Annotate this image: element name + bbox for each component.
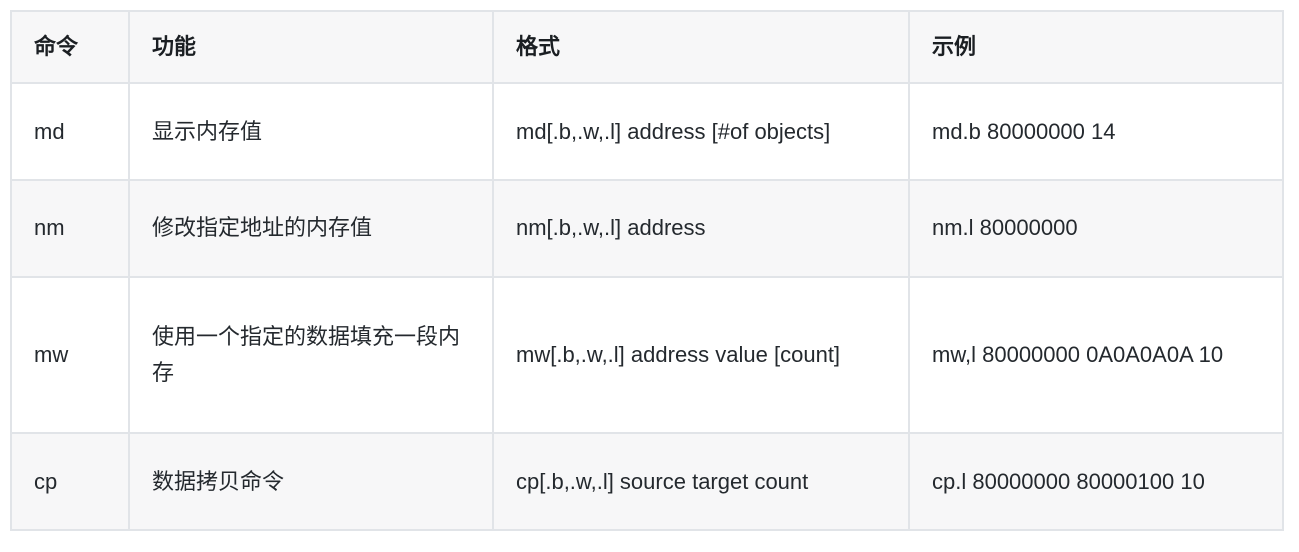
memory-command-table-container: 命令 功能 格式 示例 md 显示内存值 md[.b,.w,.l] addres… [10, 10, 1284, 531]
cell-command: cp [10, 432, 130, 531]
cell-format: mw[.b,.w,.l] address value [count] [492, 275, 910, 435]
cell-example: md.b 80000000 14 [908, 82, 1284, 181]
table-header-row: 命令 功能 格式 示例 [10, 10, 1284, 84]
cell-function: 数据拷贝命令 [128, 432, 494, 531]
cell-command: md [10, 82, 130, 181]
column-header-example: 示例 [908, 10, 1284, 84]
cell-function: 显示内存值 [128, 82, 494, 181]
cell-command: nm [10, 178, 130, 278]
column-header-command: 命令 [10, 10, 130, 84]
cell-command: mw [10, 275, 130, 435]
column-header-function: 功能 [128, 10, 494, 84]
table-header: 命令 功能 格式 示例 [10, 10, 1284, 84]
table-body: md 显示内存值 md[.b,.w,.l] address [#of objec… [10, 82, 1284, 531]
cell-example: cp.l 80000000 80000100 10 [908, 432, 1284, 531]
memory-command-table: 命令 功能 格式 示例 md 显示内存值 md[.b,.w,.l] addres… [10, 10, 1284, 531]
table-row: mw 使用一个指定的数据填充一段内存 mw[.b,.w,.l] address … [10, 275, 1284, 435]
table-row: nm 修改指定地址的内存值 nm[.b,.w,.l] address nm.l … [10, 178, 1284, 278]
cell-format: cp[.b,.w,.l] source target count [492, 432, 910, 531]
cell-function: 使用一个指定的数据填充一段内存 [128, 275, 494, 435]
table-row: md 显示内存值 md[.b,.w,.l] address [#of objec… [10, 82, 1284, 181]
cell-example: nm.l 80000000 [908, 178, 1284, 278]
column-header-format: 格式 [492, 10, 910, 84]
cell-format: md[.b,.w,.l] address [#of objects] [492, 82, 910, 181]
cell-function: 修改指定地址的内存值 [128, 178, 494, 278]
cell-format: nm[.b,.w,.l] address [492, 178, 910, 278]
cell-example: mw,l 80000000 0A0A0A0A 10 [908, 275, 1284, 435]
table-row: cp 数据拷贝命令 cp[.b,.w,.l] source target cou… [10, 432, 1284, 531]
